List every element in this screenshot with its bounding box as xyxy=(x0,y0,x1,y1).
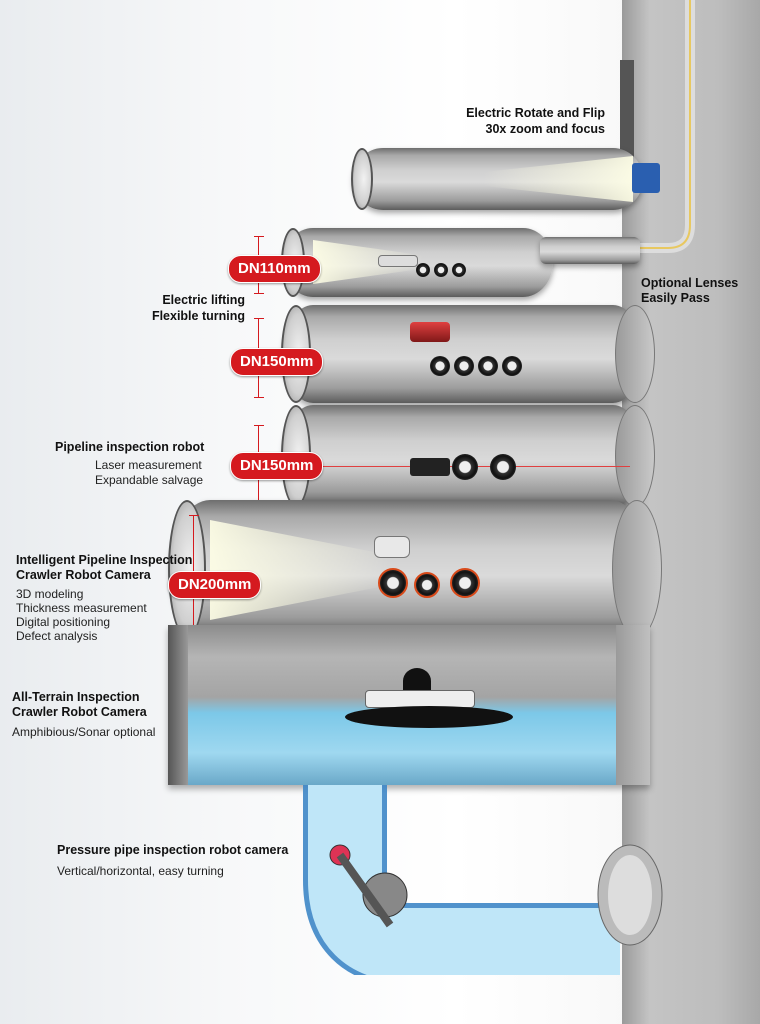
robot-pressure xyxy=(329,844,408,928)
dn200-feature-4: Defect analysis xyxy=(16,629,98,643)
size-tag-dn150-b: DN150mm xyxy=(230,452,324,480)
rotating-camera-head xyxy=(632,163,660,193)
camera-mast xyxy=(620,60,634,170)
dn200-title-2: Crawler Robot Camera xyxy=(16,568,151,582)
size-tag-dn200: DN200mm xyxy=(168,571,262,599)
robot-dn150-lifting xyxy=(410,322,540,378)
dn200-feature-3: Digital positioning xyxy=(16,615,111,629)
push-rod-cable xyxy=(550,0,695,253)
all-terrain-title-2: Crawler Robot Camera xyxy=(12,705,147,719)
dn150b-feature-2: Expandable salvage xyxy=(95,473,204,487)
lenses-line2: Easily Pass xyxy=(641,291,710,305)
pressure-pipe-u xyxy=(303,785,663,975)
top-camera-subtitle: 30x zoom and focus xyxy=(485,122,605,136)
pipe-dn200 xyxy=(168,500,662,638)
robot-dn110 xyxy=(378,253,476,277)
dn200-title-1: Intelligent Pipeline Inspection xyxy=(16,553,193,567)
robot-dn200 xyxy=(370,532,490,602)
pressure-title: Pressure pipe inspection robot camera xyxy=(57,843,289,857)
dn200-feature-2: Thickness measurement xyxy=(16,601,147,615)
size-tag-dn150-a: DN150mm xyxy=(230,348,324,376)
dn150b-feature-1: Laser measurement xyxy=(95,458,202,472)
dn110-feature-1: Electric lifting xyxy=(162,293,245,307)
all-terrain-subtitle: Amphibious/Sonar optional xyxy=(12,725,156,739)
robot-dn150-laser xyxy=(410,454,520,480)
pipe-top xyxy=(351,148,643,210)
dn110-feature-2: Flexible turning xyxy=(151,309,245,323)
size-tag-dn110: DN110mm xyxy=(228,255,321,283)
lenses-line1: Optional Lenses xyxy=(641,276,739,290)
robot-amphibious xyxy=(345,668,515,732)
pressure-subtitle: Vertical/horizontal, easy turning xyxy=(57,864,224,878)
dn150b-title: Pipeline inspection robot xyxy=(55,440,205,454)
dn200-feature-1: 3D modeling xyxy=(16,587,84,601)
all-terrain-title-1: All-Terrain Inspection xyxy=(12,690,140,704)
top-camera-title: Electric Rotate and Flip xyxy=(466,106,605,120)
pipe-dn150-a xyxy=(281,305,655,403)
pipe-neck xyxy=(540,237,640,264)
